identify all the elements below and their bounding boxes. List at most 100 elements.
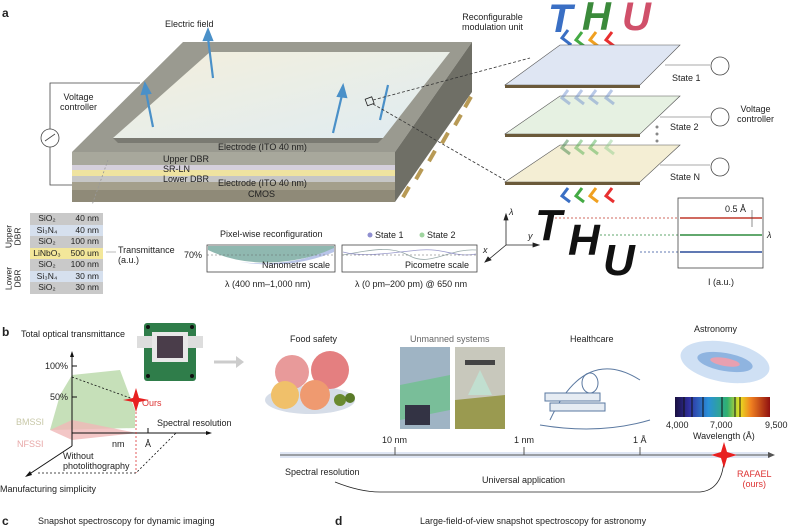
legend-state-1: State 1 — [375, 230, 404, 240]
legend-state-2: State 2 — [427, 230, 456, 240]
label-line: Voltage — [63, 92, 94, 102]
state-1-label: State 1 — [672, 73, 701, 83]
spectrum-axis-label: Wavelength (Å) — [693, 431, 755, 441]
panel-d-title: Large-field-of-view snapshot spectroscop… — [420, 516, 647, 526]
voltmeter-icon — [40, 128, 60, 148]
spectrum-tick-4000: 4,000 — [666, 420, 689, 430]
label-line: modulation unit — [462, 21, 524, 32]
label-line: Transmittance — [118, 245, 175, 255]
nfssi-label: NFSSI — [17, 439, 44, 449]
svg-text:T: T — [548, 0, 576, 41]
plot3-xlabel: I (a.u.) — [708, 277, 735, 287]
spectrum-tick-7000: 7,000 — [710, 420, 733, 430]
y-axis-label: Total optical transmittance — [21, 329, 126, 339]
tick-50: 50% — [50, 392, 69, 402]
unmanned-systems-image — [400, 347, 505, 429]
layer-row: Si₃N₄ 30 nm — [30, 270, 103, 282]
panel-label-c: c — [2, 514, 9, 528]
layer-material: SiO₂ — [38, 213, 56, 223]
label-line: (ours) — [742, 478, 767, 489]
app-food-safety: Food safety — [290, 334, 338, 344]
plot2-xlabel: λ (0 pm–200 pm) @ 650 nm — [355, 279, 468, 289]
layer-material: Si₃N₄ — [36, 270, 58, 281]
panel-label-a: a — [2, 6, 9, 20]
plot1-xlabel: λ (400 nm–1,000 nm) — [225, 279, 311, 289]
tick-100: 100% — [45, 361, 69, 371]
label-line: photolithography — [63, 460, 130, 471]
bmssi-label: BMSSI — [16, 417, 45, 427]
axis-lambda: λ — [509, 207, 514, 217]
plot1-scale: Nanometre scale — [262, 260, 331, 270]
astronomy-galaxy-image — [680, 340, 770, 384]
app-unmanned-systems: Unmanned systems — [410, 334, 490, 344]
layer-material: SiO₂ — [38, 282, 56, 292]
plot3-annotation: 0.5 Å — [725, 204, 747, 214]
electric-field-label: Electric field — [165, 19, 214, 29]
universal-application-curve — [334, 459, 725, 493]
svg-text:U: U — [603, 236, 636, 285]
ours-label: Ours — [142, 398, 162, 408]
label-line: DBR — [12, 269, 22, 288]
layer-row: SiO₂ 30 nm — [30, 282, 103, 294]
picometre-plot — [341, 244, 478, 273]
layer-thickness: 40 nm — [75, 224, 99, 235]
xyz-axes — [484, 212, 541, 263]
svg-text:H: H — [582, 0, 612, 39]
food-safety-image — [265, 351, 355, 414]
plot3-ylabel: λ — [767, 230, 772, 240]
label-line: (a.u.) — [118, 254, 140, 265]
universal-application-label: Universal application — [482, 475, 566, 485]
rafael-star-icon — [711, 442, 737, 468]
panel-label-b: b — [2, 325, 10, 339]
cmos-label: CMOS — [248, 189, 275, 199]
lower-dbr-label: Lower DBR — [163, 174, 210, 184]
modulation-planes — [504, 44, 730, 204]
ours-star-icon — [123, 388, 149, 412]
electrode-top-label: Electrode (ITO 40 nm) — [218, 142, 307, 152]
state-n-label: State N — [670, 172, 701, 182]
spectrum-tick-9500: 9,500 — [765, 420, 788, 430]
label-line: Voltage — [740, 104, 771, 114]
layer-thickness: 500 um — [70, 247, 99, 258]
manufacturing-simplicity-label: Manufacturing simplicity — [0, 484, 97, 494]
layer-thickness: 30 nm — [75, 270, 99, 281]
spectral-peaks-plot — [677, 197, 764, 269]
axis-x: x — [483, 245, 488, 255]
label-line: controller — [737, 113, 775, 124]
timeline-tick-10nm: 10 nm — [382, 435, 408, 445]
label-line: Reconfigurable — [462, 12, 523, 22]
layer-material: Si₃N₄ — [36, 224, 58, 235]
app-healthcare: Healthcare — [570, 334, 614, 344]
healthcare-image — [539, 368, 651, 430]
voltmeter-icon — [710, 157, 730, 177]
performance-diagram — [25, 351, 212, 477]
label-line: Without — [63, 451, 94, 461]
angstrom-label: Å — [145, 439, 152, 449]
electrode-bottom-label: Electrode (ITO 40 nm) — [218, 178, 307, 188]
layer-thickness: 30 nm — [75, 282, 99, 292]
voltmeter-icon — [710, 56, 730, 76]
device-chip — [72, 42, 473, 202]
plot1-title: Pixel-wise reconfiguration — [220, 229, 323, 239]
sr-ln-label: SR-LN — [163, 164, 191, 174]
label-line: DBR — [12, 227, 22, 246]
layer-row: Si₃N₄ 40 nm — [30, 224, 103, 236]
rafael-chip-photo — [137, 323, 203, 381]
nm-label: nm — [112, 439, 125, 449]
layer-thickness: 100 nm — [70, 236, 99, 246]
layer-material: SiO₂ — [38, 259, 56, 269]
plot2-scale: Picometre scale — [405, 260, 470, 270]
svg-text:T: T — [535, 201, 565, 250]
axis-y: y — [528, 231, 533, 241]
